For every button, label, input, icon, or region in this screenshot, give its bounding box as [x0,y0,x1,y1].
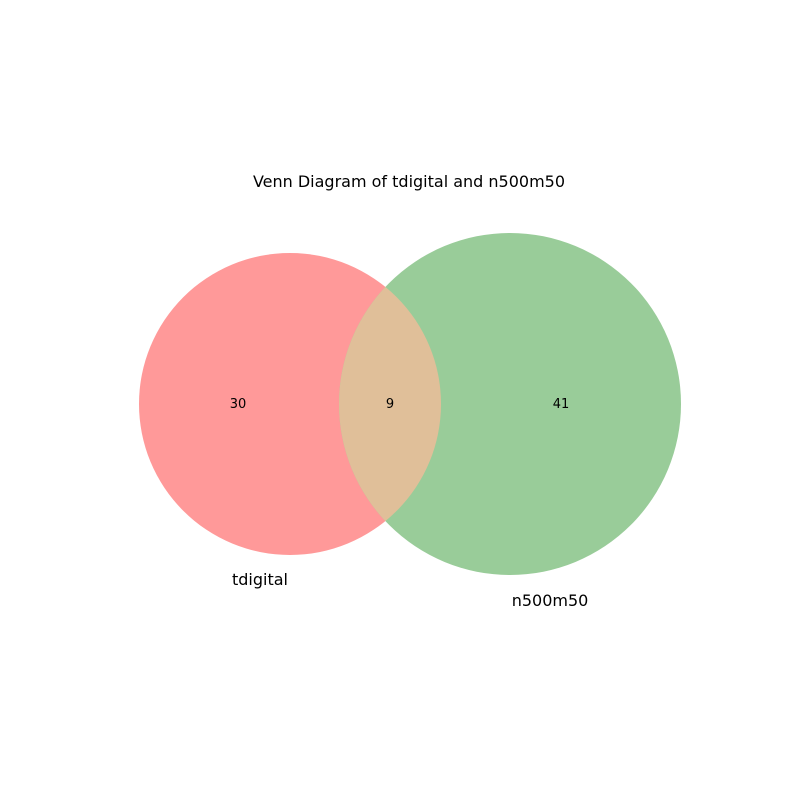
set-a-label: tdigital [232,570,288,589]
set-b-circle [339,233,681,575]
set-b-label: n500m50 [512,591,589,610]
set-b-only-count: 41 [553,397,570,412]
set-a-only-count: 30 [230,397,247,412]
intersection-count: 9 [386,397,394,412]
chart-title: Venn Diagram of tdigital and n500m50 [253,172,565,191]
